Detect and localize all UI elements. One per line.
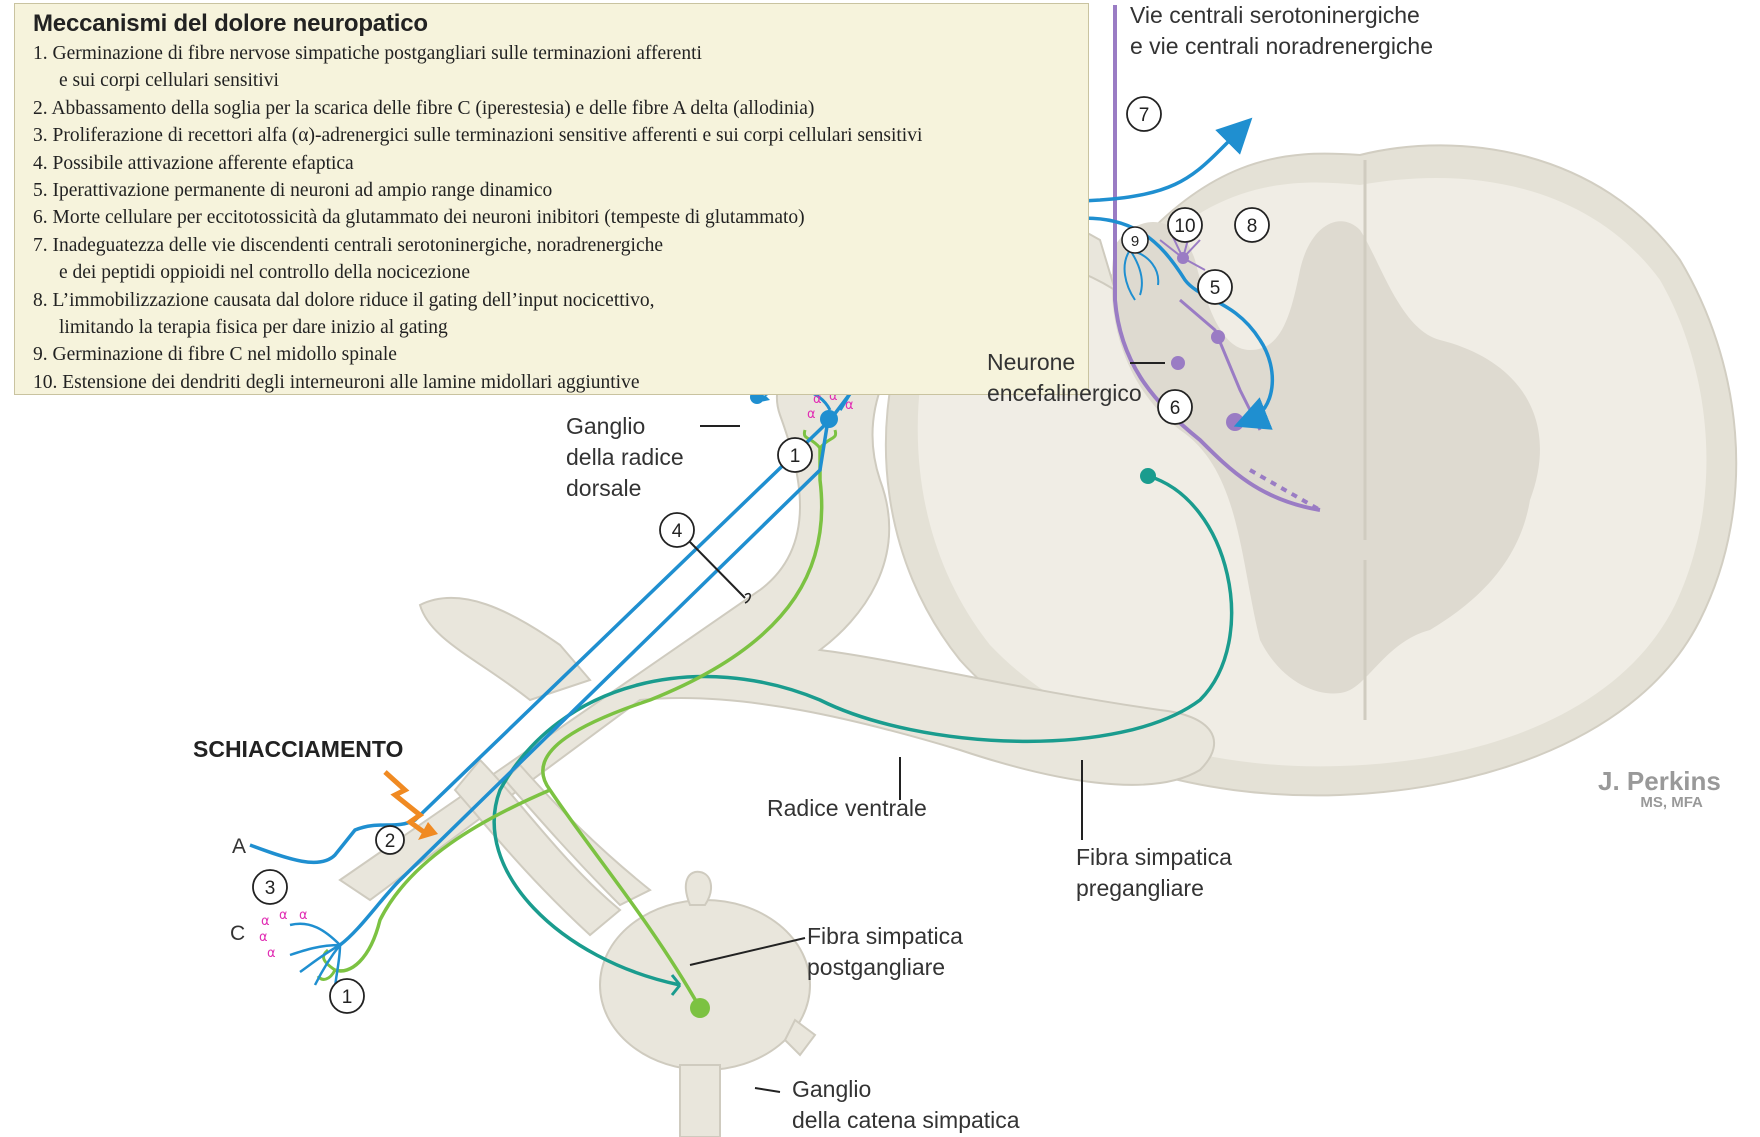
preganglionic-cell-body [1140,468,1156,484]
alpha-receptor: α [267,946,276,961]
legend-item: 4. Possibile attivazione afferente efapt… [33,150,1088,177]
marker-9: 9 [1131,233,1139,250]
legend-item: 9. Germinazione di fibre C nel midollo s… [33,341,1088,368]
marker-5: 5 [1210,278,1221,299]
ganglion-bottom-branch [680,1065,720,1137]
fiber-a-label: A [232,835,246,858]
marker-10: 10 [1174,216,1195,237]
interneuron-2 [1211,330,1225,344]
legend-item: 7. Inadeguatezza delle vie discendenti c… [33,232,1088,259]
marker-7: 7 [1139,105,1150,126]
marker-1-periphery: 1 [342,987,353,1008]
legend-item: 8. L’immobilizzazione causata dal dolore… [33,287,1088,314]
c-fiber-terminals [290,924,340,988]
legend-item-continuation: e dei peptidi oppioidi nel controllo del… [33,259,1088,286]
label-schiacciamento: SCHIACCIAMENTO [193,736,403,763]
legend-item: 1. Germinazione di fibre nervose simpati… [33,40,1088,67]
legend-item-continuation: e sui corpi cellulari sensitivi [33,67,1088,94]
legend-item: 3. Proliferazione di recettori alfa (α)-… [33,122,1088,149]
legend-item-continuation: limitando la terapia fisica per dare ini… [33,314,1088,341]
alpha-receptor: α [299,908,308,923]
marker-6: 6 [1170,398,1181,419]
marker-2: 2 [385,831,396,852]
interneuron-1 [1171,356,1185,370]
marker-4: 4 [672,521,683,542]
marker-8: 8 [1247,216,1258,237]
postganglionic-cell-body [690,998,710,1018]
sympathetic-chain-ganglion [600,900,810,1070]
fiber-c-label: C [230,922,245,945]
marker-1-drg: 1 [790,446,801,467]
alpha-receptor: α [807,407,816,422]
alpha-receptor: α [845,398,854,413]
legend-item: 2. Abbassamento della soglia per la scar… [33,95,1088,122]
legend-title: Meccanismi del dolore neuropatico [33,10,1088,38]
legend-item: 5. Iperattivazione permanente di neuroni… [33,177,1088,204]
drg-cell-body [820,410,838,428]
enkephalinergic-neuron [1226,413,1244,431]
legend-item: 6. Morte cellulare per eccitotossicità d… [33,204,1088,231]
alpha-receptor: α [261,914,270,929]
artist-signature: J. Perkins MS, MFA [1598,766,1721,811]
alpha-receptor: α [259,930,268,945]
legend-list: 1. Germinazione di fibre nervose simpati… [33,40,1088,396]
mechanisms-legend: Meccanismi del dolore neuropatico 1. Ger… [14,3,1089,395]
legend-item: 10. Estensione dei dendriti degli intern… [33,369,1088,396]
ganglion-top-branch [686,872,711,905]
dorsal-ramus [420,598,590,700]
marker-3-periphery: 3 [265,878,276,899]
label-radice-ventrale: Radice ventrale [767,793,927,824]
leader-ganglio-catena [755,1088,780,1092]
alpha-receptor: α [279,908,288,923]
